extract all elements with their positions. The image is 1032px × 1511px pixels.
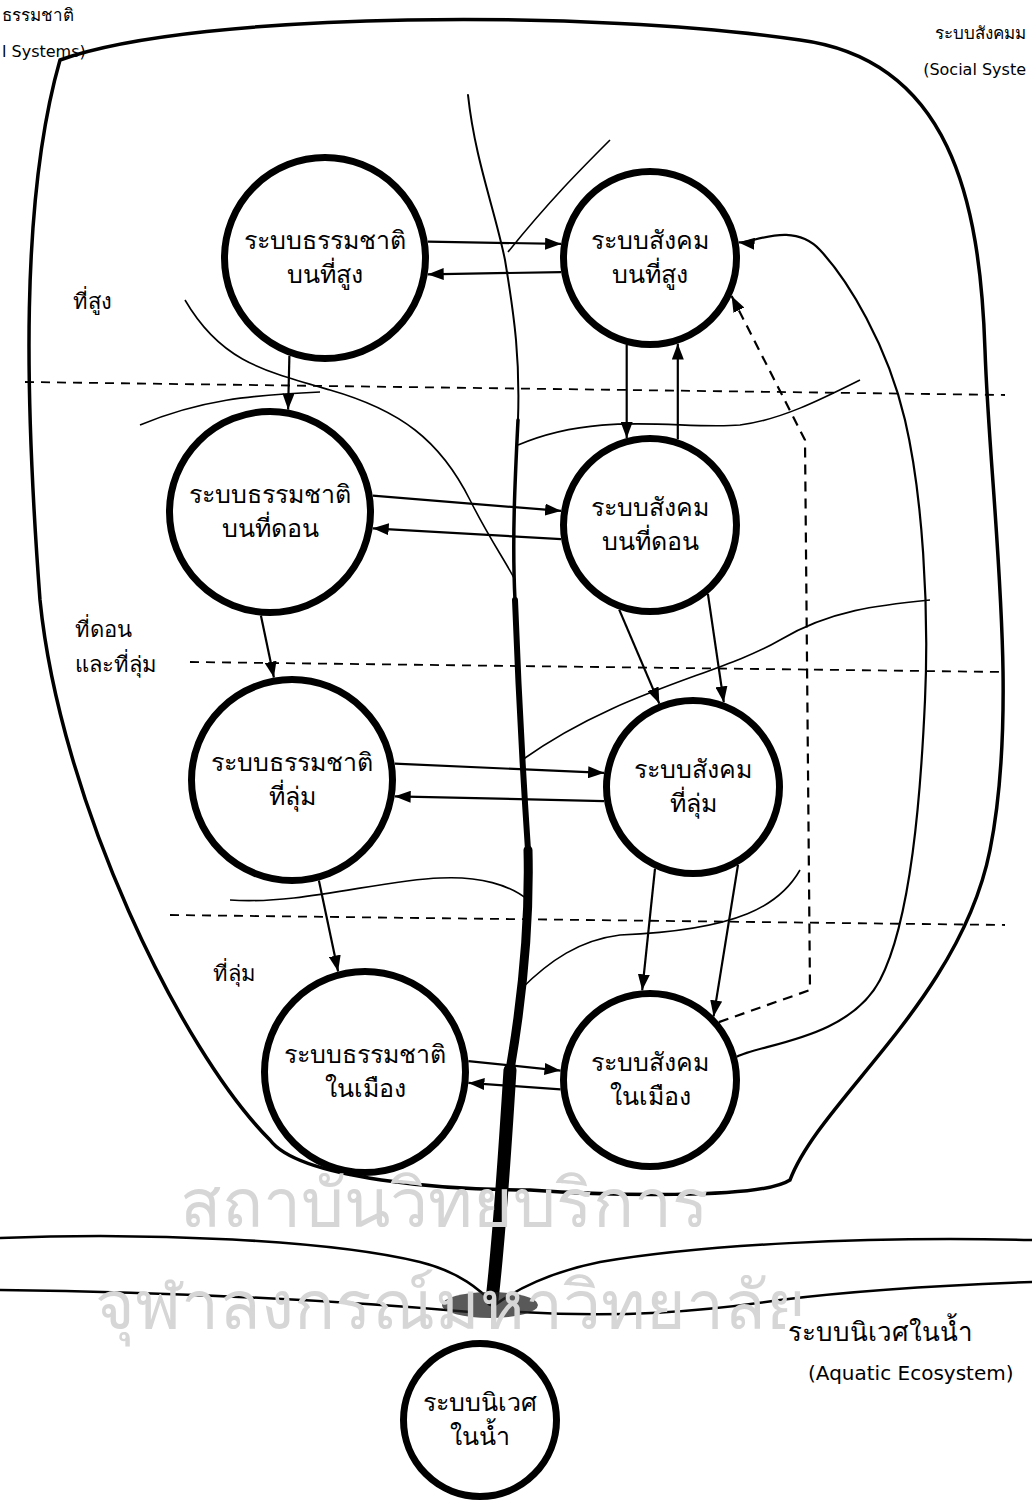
system-name: ระบบนิเวศ ในน้ำ	[422, 1386, 539, 1454]
flow-arrow	[677, 344, 679, 440]
flow-arrow	[428, 272, 561, 274]
zone-divider	[25, 382, 1005, 395]
zone-label: ที่ดอน และที่ลุ่ม	[72, 612, 164, 682]
flow-arrow	[619, 610, 659, 704]
corner-label: l Systems)	[2, 42, 86, 63]
corner-label: ระบบสังคมม	[935, 22, 1026, 44]
river-segment	[468, 95, 518, 420]
flow-arrow	[395, 796, 604, 801]
system-circle: ระบบสังคม ในเมือง	[560, 990, 740, 1170]
river-trunk	[468, 95, 528, 1300]
dashed-flow-arrow	[719, 296, 810, 1022]
system-name: ระบบธรรมชาติ ในเมือง	[283, 1038, 448, 1106]
flow-arrow	[642, 869, 655, 991]
flow-arrow	[626, 345, 628, 438]
system-circle: ระบบธรรมชาติ บนที่สูง	[221, 154, 429, 362]
system-circle: ระบบธรรมชาติ ที่ลุ่ม	[188, 676, 396, 884]
system-circle: ระบบสังคม ที่ลุ่ม	[603, 697, 783, 877]
system-name: ระบบธรรมชาติ บนที่ดอน	[188, 478, 353, 546]
system-circle: ระบบสังคม บนที่ดอน	[560, 435, 740, 615]
corner-label: (Social Syste	[923, 60, 1026, 81]
corner-label: ธรรมชาติ	[2, 4, 74, 26]
watermark: สถาบันวิทยบริการ	[180, 1160, 709, 1248]
ecosystem-label: (Aquatic Ecosystem)	[805, 1360, 1017, 1386]
system-name: ระบบธรรมชาติ บนที่สูง	[243, 224, 408, 292]
system-circle: ระบบธรรมชาติ บนที่ดอน	[166, 408, 374, 616]
flow-arrow	[395, 764, 604, 773]
flow-arrow	[468, 1061, 560, 1071]
flow-arrow	[428, 242, 561, 244]
system-circle: ระบบนิเวศ ในน้ำ	[400, 1340, 560, 1500]
system-circle: ระบบสังคม บนที่สูง	[560, 168, 740, 348]
flow-arrow	[714, 865, 738, 1017]
system-circle: ระบบธรรมชาติ ในเมือง	[261, 968, 469, 1176]
river-tributaries	[140, 140, 930, 990]
zone-label: ที่ลุ่ม	[210, 960, 259, 989]
flow-arrow	[288, 356, 289, 410]
watershed-outline	[29, 20, 1003, 1195]
ecosystem-label: ระบบนิเวศในน้ำ	[785, 1316, 976, 1350]
zone-divider	[170, 915, 1005, 925]
flow-arrow	[319, 881, 338, 972]
flow-arrow	[261, 616, 274, 678]
watermark: จุฬาลงกรณ์มหาวิทยาลัย	[95, 1262, 806, 1350]
flow-arrow	[373, 528, 561, 539]
system-name: ระบบธรรมชาติ ที่ลุ่ม	[210, 746, 375, 814]
system-name: ระบบสังคม ในเมือง	[590, 1046, 711, 1114]
flow-arrow	[468, 1083, 560, 1090]
system-name: ระบบสังคม บนที่ดอน	[590, 491, 711, 559]
flow-arrow	[737, 235, 926, 1057]
system-name: ระบบสังคม ที่ลุ่ม	[633, 753, 754, 821]
river-segment	[510, 850, 528, 1070]
zone-label: ที่สูง	[70, 288, 115, 317]
tributary	[518, 380, 860, 445]
river-segment	[514, 420, 518, 600]
tributary	[520, 870, 800, 990]
system-name: ระบบสังคม บนที่สูง	[590, 224, 711, 292]
river-segment	[515, 600, 528, 850]
flow-arrow	[708, 594, 724, 703]
zone-divider	[190, 662, 1005, 672]
flow-arrow	[373, 496, 561, 511]
